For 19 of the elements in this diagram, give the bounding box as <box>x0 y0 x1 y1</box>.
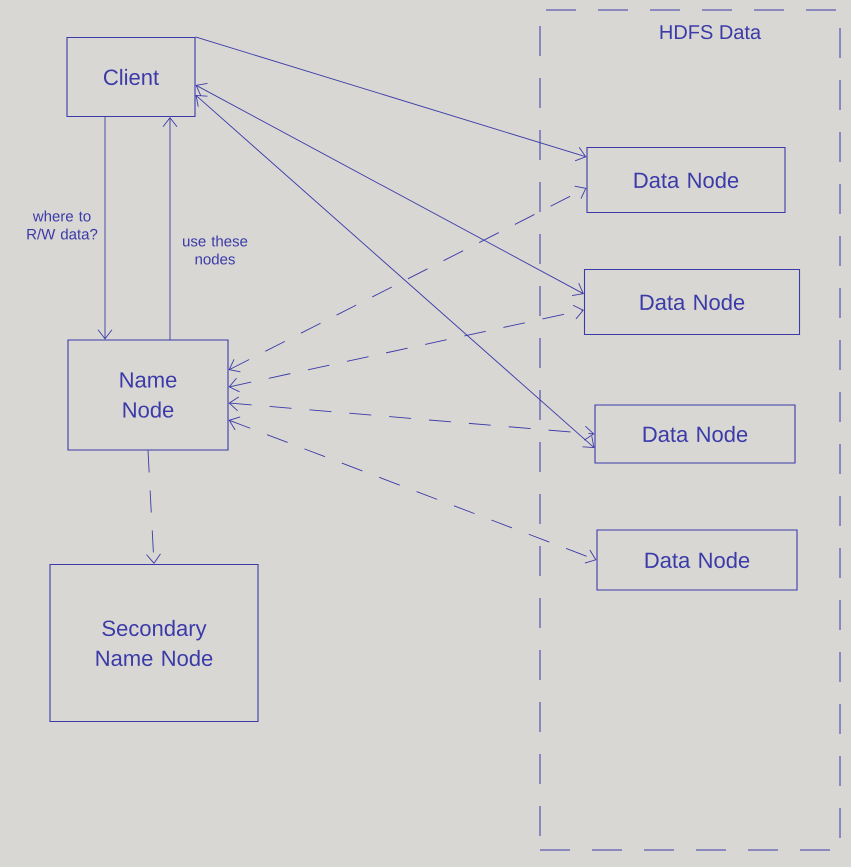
data-node-box: Data Node <box>584 268 800 336</box>
edge-label: where to R/W data? <box>27 210 98 240</box>
data-node-box: Data Node <box>596 529 798 591</box>
arrow <box>195 36 586 162</box>
process-box: Secondary Name Node <box>49 564 259 722</box>
arrow <box>228 416 596 564</box>
arrow <box>162 117 178 340</box>
arrow <box>228 304 584 392</box>
arrow <box>146 450 161 564</box>
data-node-box: Data Node <box>594 404 796 464</box>
edge-label: use these nodes <box>183 236 248 264</box>
arrow <box>98 116 112 340</box>
process-box: Client <box>66 36 196 118</box>
arrow <box>196 83 584 296</box>
process-box: Name Node <box>67 339 229 451</box>
arrow <box>196 95 594 448</box>
data-node-box: Data Node <box>586 146 786 214</box>
arrow <box>228 186 586 372</box>
arrow <box>228 396 594 441</box>
